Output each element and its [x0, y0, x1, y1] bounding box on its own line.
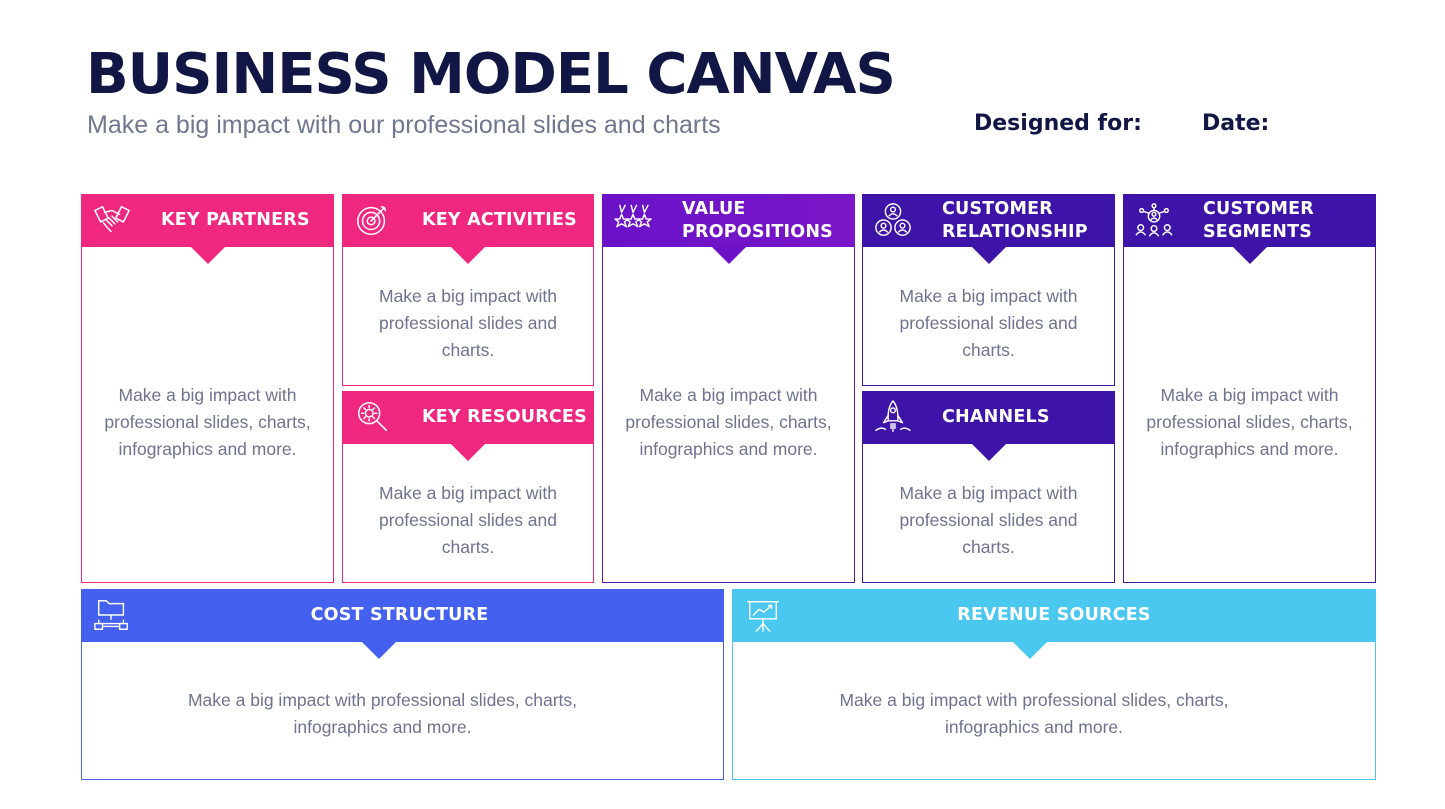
date-label: Date:	[1202, 111, 1270, 136]
key-resources-title: KEY RESOURCES	[422, 407, 587, 427]
revenue-sources-header: REVENUE SOURCES	[732, 589, 1376, 659]
people-circles-icon	[872, 201, 914, 239]
key-partners-text: Make a big impact with professional slid…	[104, 385, 311, 459]
key-activities-text: Make a big impact with professional slid…	[378, 286, 558, 360]
header-pointer	[970, 246, 1007, 264]
header-pointer	[450, 246, 486, 264]
header-pointer	[1231, 246, 1268, 264]
magnifier-gear-icon	[352, 398, 394, 436]
header-pointer	[360, 641, 397, 659]
key-partners-title: KEY PARTNERS	[161, 210, 310, 230]
rocket-icon	[872, 398, 914, 436]
customer-segments-block: CUSTOMER SEGMENTS Make a big impact with…	[1123, 194, 1376, 583]
key-resources-block: KEY RESOURCES Make a big impact with pro…	[342, 391, 594, 583]
target-icon	[352, 201, 394, 239]
page-title: BUSINESS MODEL CANVAS	[86, 42, 896, 107]
revenue-sources-block: REVENUE SOURCES Make a big impact with p…	[732, 589, 1376, 780]
key-activities-title: KEY ACTIVITIES	[422, 210, 577, 230]
designed-for-label: Designed for:	[974, 111, 1142, 136]
key-partners-block: KEY PARTNERS Make a big impact with prof…	[81, 194, 334, 583]
value-propositions-block: VALUE PROPOSITIONS Make a big impact wit…	[602, 194, 855, 583]
customer-segments-title: CUSTOMER SEGMENTS	[1203, 198, 1314, 242]
header-pointer	[1012, 641, 1048, 659]
channels-header: CHANNELS	[862, 391, 1115, 461]
key-activities-header: KEY ACTIVITIES	[342, 194, 594, 264]
key-activities-block: KEY ACTIVITIES Make a big impact with pr…	[342, 194, 594, 386]
header-pointer	[450, 443, 486, 461]
value-propositions-title: VALUE PROPOSITIONS	[682, 198, 833, 242]
customer-relationship-block: CUSTOMER RELATIONSHIP Make a big impact …	[862, 194, 1115, 386]
customer-relationship-text: Make a big impact with professional slid…	[899, 286, 1078, 360]
folder-network-icon	[91, 596, 133, 634]
channels-title: CHANNELS	[942, 407, 1050, 427]
header-pointer	[189, 246, 226, 264]
header-pointer	[710, 246, 747, 264]
customer-segments-text: Make a big impact with professional slid…	[1146, 385, 1353, 459]
customer-relationship-header: CUSTOMER RELATIONSHIP	[862, 194, 1115, 264]
revenue-sources-text: Make a big impact with professional slid…	[839, 690, 1229, 737]
revenue-sources-title: REVENUE SOURCES	[957, 605, 1151, 625]
channels-block: CHANNELS Make a big impact with professi…	[862, 391, 1115, 583]
medals-icon	[612, 201, 654, 239]
value-propositions-header: VALUE PROPOSITIONS	[602, 194, 855, 264]
header-pointer	[970, 443, 1007, 461]
key-resources-header: KEY RESOURCES	[342, 391, 594, 461]
cost-structure-text: Make a big impact with professional slid…	[187, 690, 578, 737]
page-subtitle: Make a big impact with our professional …	[87, 111, 721, 139]
cost-structure-header: COST STRUCTURE	[81, 589, 724, 659]
cost-structure-title: COST STRUCTURE	[310, 605, 489, 625]
key-partners-header: KEY PARTNERS	[81, 194, 334, 264]
handshake-icon	[91, 201, 133, 239]
value-propositions-text: Make a big impact with professional slid…	[625, 385, 832, 459]
key-resources-text: Make a big impact with professional slid…	[378, 483, 558, 557]
customer-relationship-title: CUSTOMER RELATIONSHIP	[942, 198, 1088, 242]
customer-segments-header: CUSTOMER SEGMENTS	[1123, 194, 1376, 264]
cost-structure-block: COST STRUCTURE Make a big impact with pr…	[81, 589, 724, 780]
group-network-icon	[1133, 201, 1175, 239]
channels-text: Make a big impact with professional slid…	[899, 483, 1078, 557]
presentation-chart-icon	[742, 596, 784, 634]
